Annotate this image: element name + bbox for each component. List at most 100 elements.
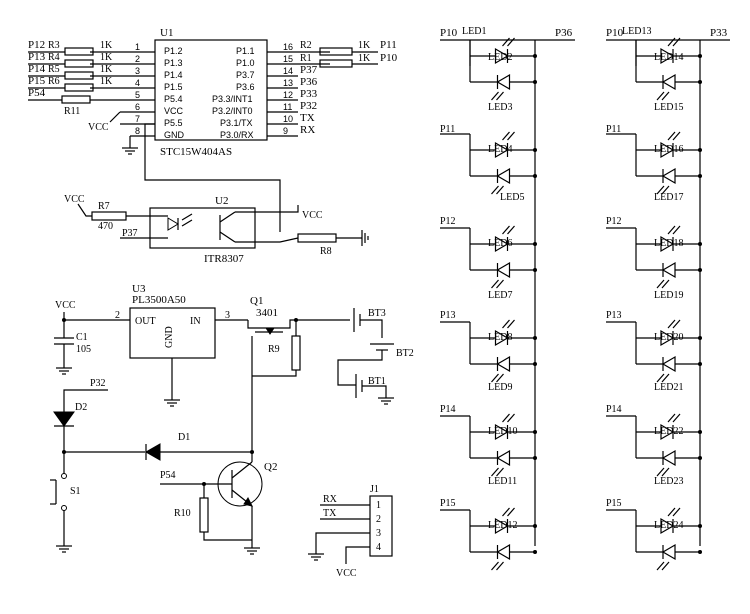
matrix1-led-label-4: LED4 <box>488 144 512 155</box>
net-label-p54: P54 <box>28 87 46 99</box>
matrix2-row-net-5: P15 <box>606 498 622 509</box>
r7-vcc-wire <box>77 203 92 217</box>
m1-led-down-ray-2-5 <box>496 561 504 571</box>
resistor-r11 <box>61 95 91 104</box>
m1-led-up-icon-0 <box>494 47 509 65</box>
regulator-part: PL3500A50 <box>132 294 186 306</box>
m2-led-down-icon-4 <box>661 449 676 467</box>
m1-bus-junction-b-5 <box>533 550 537 554</box>
m1-led-up-icon-1 <box>494 141 509 159</box>
bt3-ref: BT3 <box>368 308 386 319</box>
m1-led-down-ray-2-2 <box>496 279 504 289</box>
mcu-pin-num-12: 12 <box>283 90 293 100</box>
mcu-pin-num-4: 4 <box>135 78 140 88</box>
net-label-rx: RX <box>300 124 315 136</box>
matrix2-row-net-2: P12 <box>606 216 622 227</box>
mcu-pin-name-10: P3.1/TX <box>220 118 253 128</box>
m2-led-down-ray-2-3 <box>661 373 670 383</box>
m2-led-up-ray-2-0 <box>672 37 681 47</box>
m2-led-up-ray-1-4 <box>667 413 676 423</box>
label-r6: R6 <box>48 76 60 87</box>
s1-ref: S1 <box>70 486 81 497</box>
matrix1-led-label-8: LED8 <box>488 332 512 343</box>
m1-led-down-ray-1-2 <box>491 279 499 289</box>
d1-ref: D1 <box>178 432 190 443</box>
optocoupler-u2: U2 ITR8307 VCC R7 470 P37 VCC R8 <box>64 194 369 265</box>
m2-led-up-ray-2-4 <box>672 413 681 423</box>
m1-bus-junction-b-2 <box>533 268 537 272</box>
matrix1-led-label-5: LED5 <box>500 192 524 203</box>
q2-ref: Q2 <box>264 461 277 473</box>
m1-led-up-icon-4 <box>494 423 509 441</box>
m1-led-down-ray-1-3 <box>491 373 499 383</box>
mcu-pin-num-2: 2 <box>135 54 140 64</box>
mcu-p55-wire <box>144 123 281 232</box>
c1-ref: C1 <box>76 332 88 343</box>
m2-bus-junction-a-0 <box>698 54 702 58</box>
net-label-p33: P33 <box>300 88 318 100</box>
m1-bus-junction-a-4 <box>533 430 537 434</box>
m2-led-down-ray-1-2 <box>656 279 665 289</box>
mcu-pin-name-4: P1.5 <box>164 82 183 92</box>
connector-rx-label: RX <box>323 494 338 505</box>
phototransistor-collector-out <box>235 205 299 213</box>
value-r5: 1K <box>100 64 113 75</box>
mcu-u1: U1 STC15W404AS P1.2 P1.3 P1.4 P1.5 P5.4 … <box>28 27 398 232</box>
connector-pin4-wire <box>345 546 370 556</box>
m2-bus-junction-a-5 <box>698 524 702 528</box>
m1-led-down-ray-1-4 <box>491 467 499 477</box>
m2-bus-junction-a-2 <box>698 242 702 246</box>
matrix2-led-label-16: LED16 <box>654 144 683 155</box>
m1-led-up-ray-1-2 <box>502 225 510 235</box>
q1-part: 3401 <box>256 307 278 319</box>
resistor-r10 <box>199 497 209 533</box>
matrix2-bus-net: P33 <box>710 27 728 39</box>
regulator-vcc-label: VCC <box>55 300 76 311</box>
mcu-pin-name-12: P3.3/INT1 <box>212 94 253 104</box>
m2-led-up-ray-1-0 <box>667 37 676 47</box>
mcu-vcc-wire <box>109 111 121 123</box>
mcu-vcc-label: VCC <box>88 122 109 133</box>
label-r5: R5 <box>48 64 60 75</box>
matrix1-led-label-2: LED2 <box>488 52 512 63</box>
matrix1-led-label-10: LED10 <box>488 426 517 437</box>
matrix1-top-net: P10 <box>440 27 458 39</box>
m2-bus-junction-a-4 <box>698 430 702 434</box>
net-label-p36: P36 <box>300 76 318 88</box>
m2-led-down-icon-3 <box>661 355 676 373</box>
m1-led-up-ray-2-4 <box>507 413 515 423</box>
m1-led-down-ray-1-1 <box>491 185 499 195</box>
m2-bus-junction-a-1 <box>698 148 702 152</box>
mcu-pin-name-1: P1.2 <box>164 46 183 56</box>
mcu-pin-name-6: VCC <box>164 106 184 116</box>
label-r1: R1 <box>300 53 312 64</box>
net-label-p13: P13 <box>28 51 46 63</box>
matrix1-led-label-1: LED1 <box>462 26 486 37</box>
m1-bus-junction-b-4 <box>533 456 537 460</box>
m2-led-up-ray-1-5 <box>667 507 676 517</box>
label-r11: R11 <box>64 106 80 117</box>
m1-led-down-icon-5 <box>496 543 511 561</box>
label-r7: R7 <box>98 201 110 212</box>
optocoupler-led-ray-1 <box>181 213 193 221</box>
mcu-pin-num-7: 7 <box>135 114 140 124</box>
m2-led-up-icon-5 <box>660 517 675 535</box>
m1-led-down-ray-2-3 <box>496 373 504 383</box>
m1-led-up-ray-2-2 <box>507 225 515 235</box>
regulator-in-label: IN <box>190 316 201 327</box>
matrix1-led-label-12: LED12 <box>488 520 517 531</box>
m1-led-up-ray-1-4 <box>502 413 510 423</box>
q1-arrow-icon <box>265 327 275 335</box>
m2-bus-junction-b-4 <box>698 456 702 460</box>
net-label-tx: TX <box>300 112 315 124</box>
matrix1-led-label-9: LED9 <box>488 382 512 393</box>
m1-bus-junction-a-5 <box>533 524 537 528</box>
q2-arrow-icon <box>243 497 253 507</box>
m2-led-down-ray-2-1 <box>661 185 670 195</box>
m1-led-up-ray-1-3 <box>502 319 510 329</box>
resistor-r7 <box>91 211 127 221</box>
mcu-body <box>154 39 268 141</box>
m1-led-down-ray-1-5 <box>491 561 499 571</box>
matrix2-led-label-17: LED17 <box>654 192 683 203</box>
